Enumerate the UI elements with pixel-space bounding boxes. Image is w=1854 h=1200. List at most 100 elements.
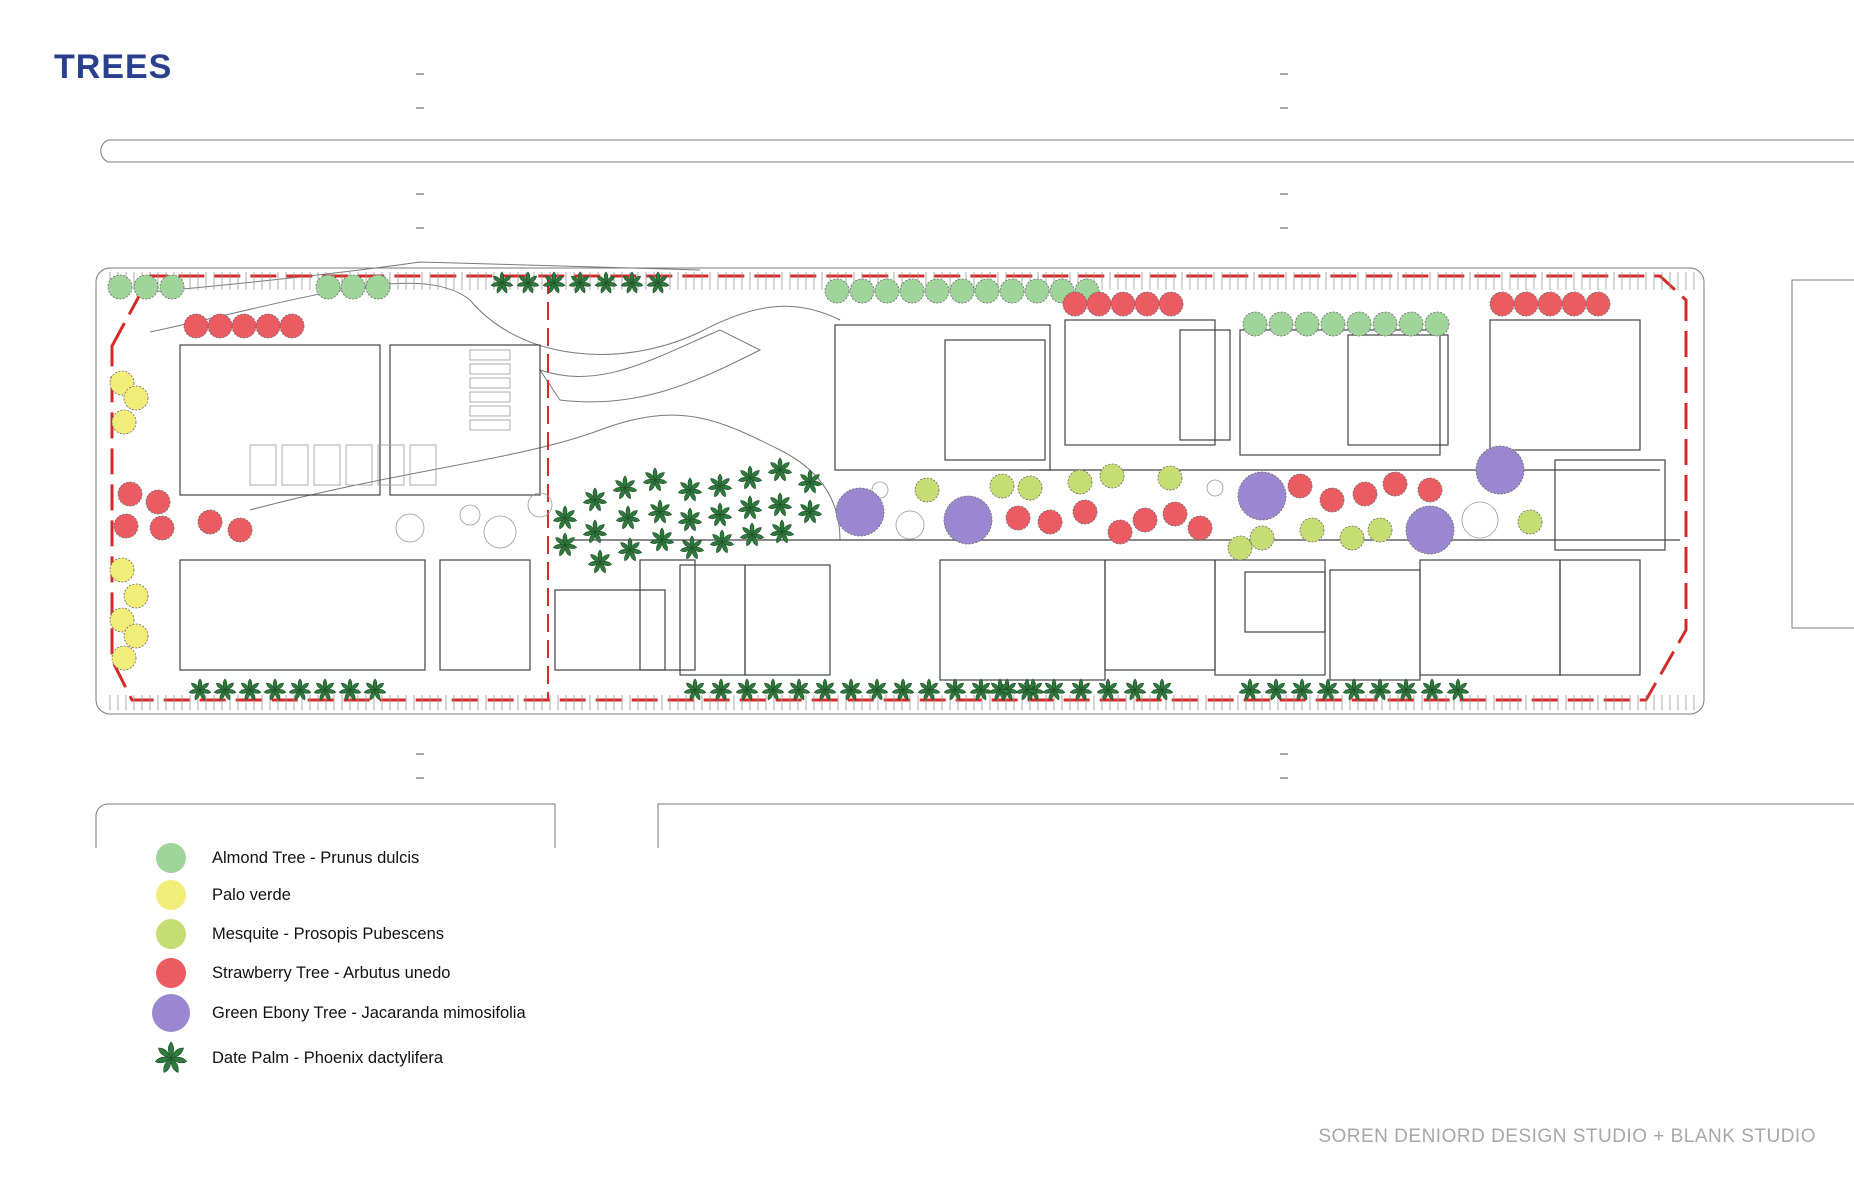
strawberry-tree-icon xyxy=(156,958,186,988)
strawberry-tree-mark xyxy=(1158,291,1184,317)
palo-verde-icon xyxy=(156,880,186,910)
date-palm-mark xyxy=(594,271,618,294)
date-palm-mark xyxy=(737,495,763,520)
paving-circle xyxy=(395,513,425,543)
date-palm-mark xyxy=(1264,678,1288,701)
date-palm-mark xyxy=(490,271,514,294)
almond-tree-mark xyxy=(1346,311,1372,337)
mesquite-mark xyxy=(1099,463,1125,489)
date-palm-mark xyxy=(338,678,362,701)
date-palm-mark xyxy=(797,469,823,494)
paving-circle xyxy=(1206,479,1224,497)
paving-circle xyxy=(895,510,925,540)
palo-verde-mark xyxy=(111,645,137,671)
date-palm-mark xyxy=(1069,678,1093,701)
paving-circle xyxy=(871,481,889,499)
date-palm-mark xyxy=(263,678,287,701)
date-palm-mark xyxy=(679,535,705,560)
date-palm-mark xyxy=(363,678,387,701)
strawberry-tree-mark xyxy=(1382,471,1408,497)
building-footprint xyxy=(944,339,1046,461)
almond-tree-mark xyxy=(1242,311,1268,337)
date-palm-mark xyxy=(1446,678,1470,701)
date-palm-mark xyxy=(737,465,763,490)
strawberry-tree-mark xyxy=(1187,515,1213,541)
date-palm-mark xyxy=(1150,678,1174,701)
date-palm-mark xyxy=(767,492,793,517)
date-palm-mark xyxy=(516,271,540,294)
palo-verde-mark xyxy=(109,607,135,633)
strawberry-tree-mark xyxy=(1037,509,1063,535)
legend-label: Palo verde xyxy=(212,885,291,904)
building-footprint xyxy=(1347,334,1449,446)
building-footprint xyxy=(1559,559,1641,676)
date-palm-mark xyxy=(735,678,759,701)
building-footprint xyxy=(1419,559,1561,676)
green-ebony-mark xyxy=(943,495,993,545)
strawberry-tree-mark xyxy=(1005,505,1031,531)
almond-tree-mark xyxy=(1424,311,1450,337)
mesquite-mark xyxy=(1157,465,1183,491)
almond-tree-mark xyxy=(1294,311,1320,337)
building-footprint xyxy=(639,559,696,671)
strawberry-tree-mark xyxy=(231,313,257,339)
date-palm-mark xyxy=(617,537,643,562)
almond-tree-mark xyxy=(159,274,185,300)
date-palm-mark xyxy=(787,678,811,701)
almond-tree-mark xyxy=(999,278,1025,304)
date-palm-mark xyxy=(646,271,670,294)
date-palm-mark xyxy=(612,475,638,500)
date-palm-mark xyxy=(238,678,262,701)
legend-item-strawberry-tree: Strawberry Tree - Arbutus unedo xyxy=(152,955,450,991)
date-palm-mark xyxy=(1368,678,1392,701)
strawberry-tree-mark xyxy=(197,509,223,535)
green-ebony-mark xyxy=(835,487,885,537)
date-palm-mark xyxy=(1394,678,1418,701)
legend-label: Strawberry Tree - Arbutus unedo xyxy=(212,963,451,982)
paving-circle xyxy=(459,504,481,526)
date-palm-mark xyxy=(943,678,967,701)
legend-item-mesquite: Mesquite - Prosopis Pubescens xyxy=(152,916,444,952)
date-palm-mark xyxy=(683,678,707,701)
building-footprint xyxy=(1239,329,1441,456)
date-palm-mark xyxy=(839,678,863,701)
building-footprint xyxy=(439,559,531,671)
date-palm-mark xyxy=(188,678,212,701)
date-palm-mark xyxy=(620,271,644,294)
date-palm-mark xyxy=(1042,678,1066,701)
green-ebony-mark xyxy=(1475,445,1525,495)
date-palm-mark xyxy=(709,529,735,554)
date-palm-mark xyxy=(739,522,765,547)
strawberry-tree-mark xyxy=(227,517,253,543)
green-ebony-tree-icon xyxy=(152,994,190,1032)
building-footprint xyxy=(744,564,831,676)
strawberry-tree-mark xyxy=(1134,291,1160,317)
mesquite-mark xyxy=(914,477,940,503)
palo-verde-mark xyxy=(123,623,149,649)
strawberry-tree-mark xyxy=(1132,507,1158,533)
almond-tree-mark xyxy=(107,274,133,300)
studio-credit: SOREN DENIORD DESIGN STUDIO + BLANK STUD… xyxy=(1318,1126,1816,1147)
street-curb-bottom-right xyxy=(657,803,1854,848)
almond-tree-mark xyxy=(133,274,159,300)
date-palm-mark xyxy=(1290,678,1314,701)
page-title: TREES xyxy=(54,48,173,86)
date-palm-mark xyxy=(707,502,733,527)
strawberry-tree-mark xyxy=(1110,291,1136,317)
almond-tree-mark xyxy=(1398,311,1424,337)
strawberry-tree-mark xyxy=(1062,291,1088,317)
strawberry-tree-mark xyxy=(183,313,209,339)
mesquite-mark xyxy=(1249,525,1275,551)
strawberry-tree-mark xyxy=(207,313,233,339)
date-palm-mark xyxy=(649,527,675,552)
mesquite-mark xyxy=(989,473,1015,499)
date-palm-mark xyxy=(988,678,1012,701)
strawberry-tree-mark xyxy=(1417,477,1443,503)
date-palm-mark xyxy=(647,499,673,524)
site-outline xyxy=(95,267,1705,715)
building-footprint xyxy=(1244,571,1326,633)
date-palm-mark xyxy=(677,507,703,532)
almond-tree-mark xyxy=(1024,278,1050,304)
palo-verde-mark xyxy=(123,583,149,609)
building-footprint xyxy=(939,559,1106,681)
